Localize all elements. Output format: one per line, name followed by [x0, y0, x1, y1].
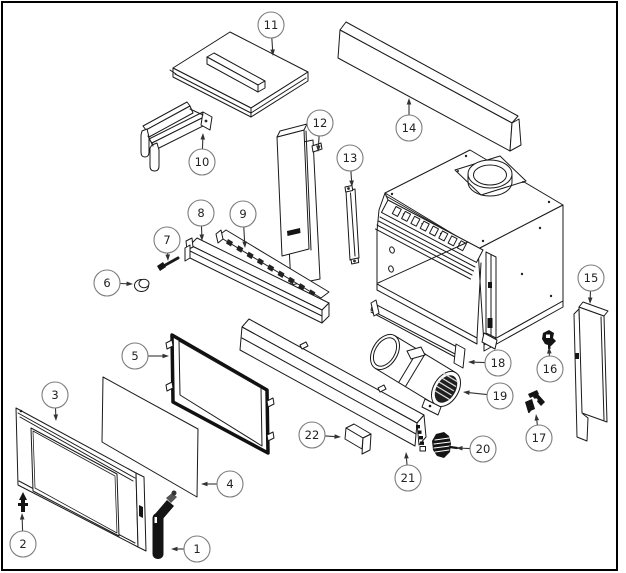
part-18-lower-support-bracket: [370, 299, 466, 369]
part-22-junction-clip: [344, 423, 372, 455]
part-9-perforated-strip: [215, 229, 330, 299]
part-8-bottom-front-rail: [184, 237, 330, 324]
callout-17-latch-bracket: 17: [525, 414, 553, 452]
callout-20-wiring-connector: 20: [456, 435, 497, 463]
part-1-door-handle: [152, 490, 177, 559]
callout-19-blower-assembly: 19: [463, 382, 514, 410]
callout-number: 2: [19, 537, 26, 551]
callout-9-perforated-strip: 9: [229, 200, 257, 248]
callout-number: 18: [491, 356, 506, 370]
callout-number: 13: [343, 151, 358, 165]
callout-5-glass-gasket-frame: 5: [121, 342, 169, 370]
callout-14-top-front-bar: 14: [395, 98, 423, 142]
callout-number: 10: [195, 155, 210, 169]
callout-21-control-rail: 21: [394, 452, 422, 492]
part-12-left-side-panel: [276, 123, 323, 286]
part-10-mounting-brackets: [140, 101, 213, 172]
callout-number: 4: [226, 477, 233, 491]
callout-7-hinge-pin: 7: [153, 226, 181, 261]
part-17-latch-bracket: [525, 390, 545, 413]
part-14-top-front-bar: [337, 21, 522, 152]
callout-number: 1: [193, 542, 200, 556]
callout-number: 19: [493, 389, 508, 403]
callout-16-clip: 16: [536, 347, 564, 383]
callout-number: 5: [131, 349, 138, 363]
callout-4-door-glass: 4: [201, 470, 244, 498]
callout-3-door-frame: 3: [41, 381, 69, 421]
callout-6-cap-knob: 6: [93, 269, 133, 297]
part-19-blower: [369, 333, 462, 416]
part-13-side-bracket: [344, 185, 360, 265]
part-7-pin: [157, 256, 180, 271]
callout-number: 12: [313, 116, 328, 130]
part-21-control-rail: [239, 318, 427, 452]
part-15-right-side-panel: [573, 301, 609, 442]
callout-12-left-side-panel: 12: [306, 109, 334, 152]
callout-1-door-handle: 1: [171, 535, 211, 563]
callout-number: 15: [584, 271, 599, 285]
callout-number: 14: [402, 121, 417, 135]
firebox-body: [375, 149, 564, 352]
callout-number: 3: [51, 388, 58, 402]
callout-number: 8: [197, 206, 204, 220]
part-11-top-plate: [169, 31, 309, 118]
part-4-door-glass: [101, 376, 199, 498]
callout-number: 22: [305, 428, 320, 442]
callout-number: 9: [239, 207, 246, 221]
part-20-wiring-connector: [432, 432, 459, 458]
callout-2-door-pin: 2: [9, 513, 37, 558]
callout-number: 16: [543, 362, 558, 376]
callout-18-lower-support-bracket: 18: [468, 349, 512, 377]
callout-15-right-side-panel: 15: [577, 264, 605, 304]
part-3-door-frame: [15, 407, 147, 552]
part-2-door-pin: [18, 492, 28, 512]
part-6-cap-knob: [134, 278, 150, 292]
callout-10-mounting-bracket-pair: 10: [188, 133, 216, 176]
callout-8-bottom-front-rail: 8: [187, 199, 215, 241]
callout-number: 17: [532, 431, 547, 445]
part-5-glass-gasket-frame: [165, 333, 275, 455]
part-16-clip: [542, 330, 556, 349]
callout-number: 6: [103, 276, 110, 290]
callout-13-side-bracket: 13: [336, 144, 364, 187]
callout-number: 7: [163, 233, 170, 247]
callout-number: 11: [264, 18, 279, 32]
callout-number: 21: [401, 471, 416, 485]
callout-number: 20: [476, 442, 491, 456]
callout-22-junction-clip: 22: [298, 421, 341, 449]
callout-11-top-plate: 11: [257, 11, 285, 56]
